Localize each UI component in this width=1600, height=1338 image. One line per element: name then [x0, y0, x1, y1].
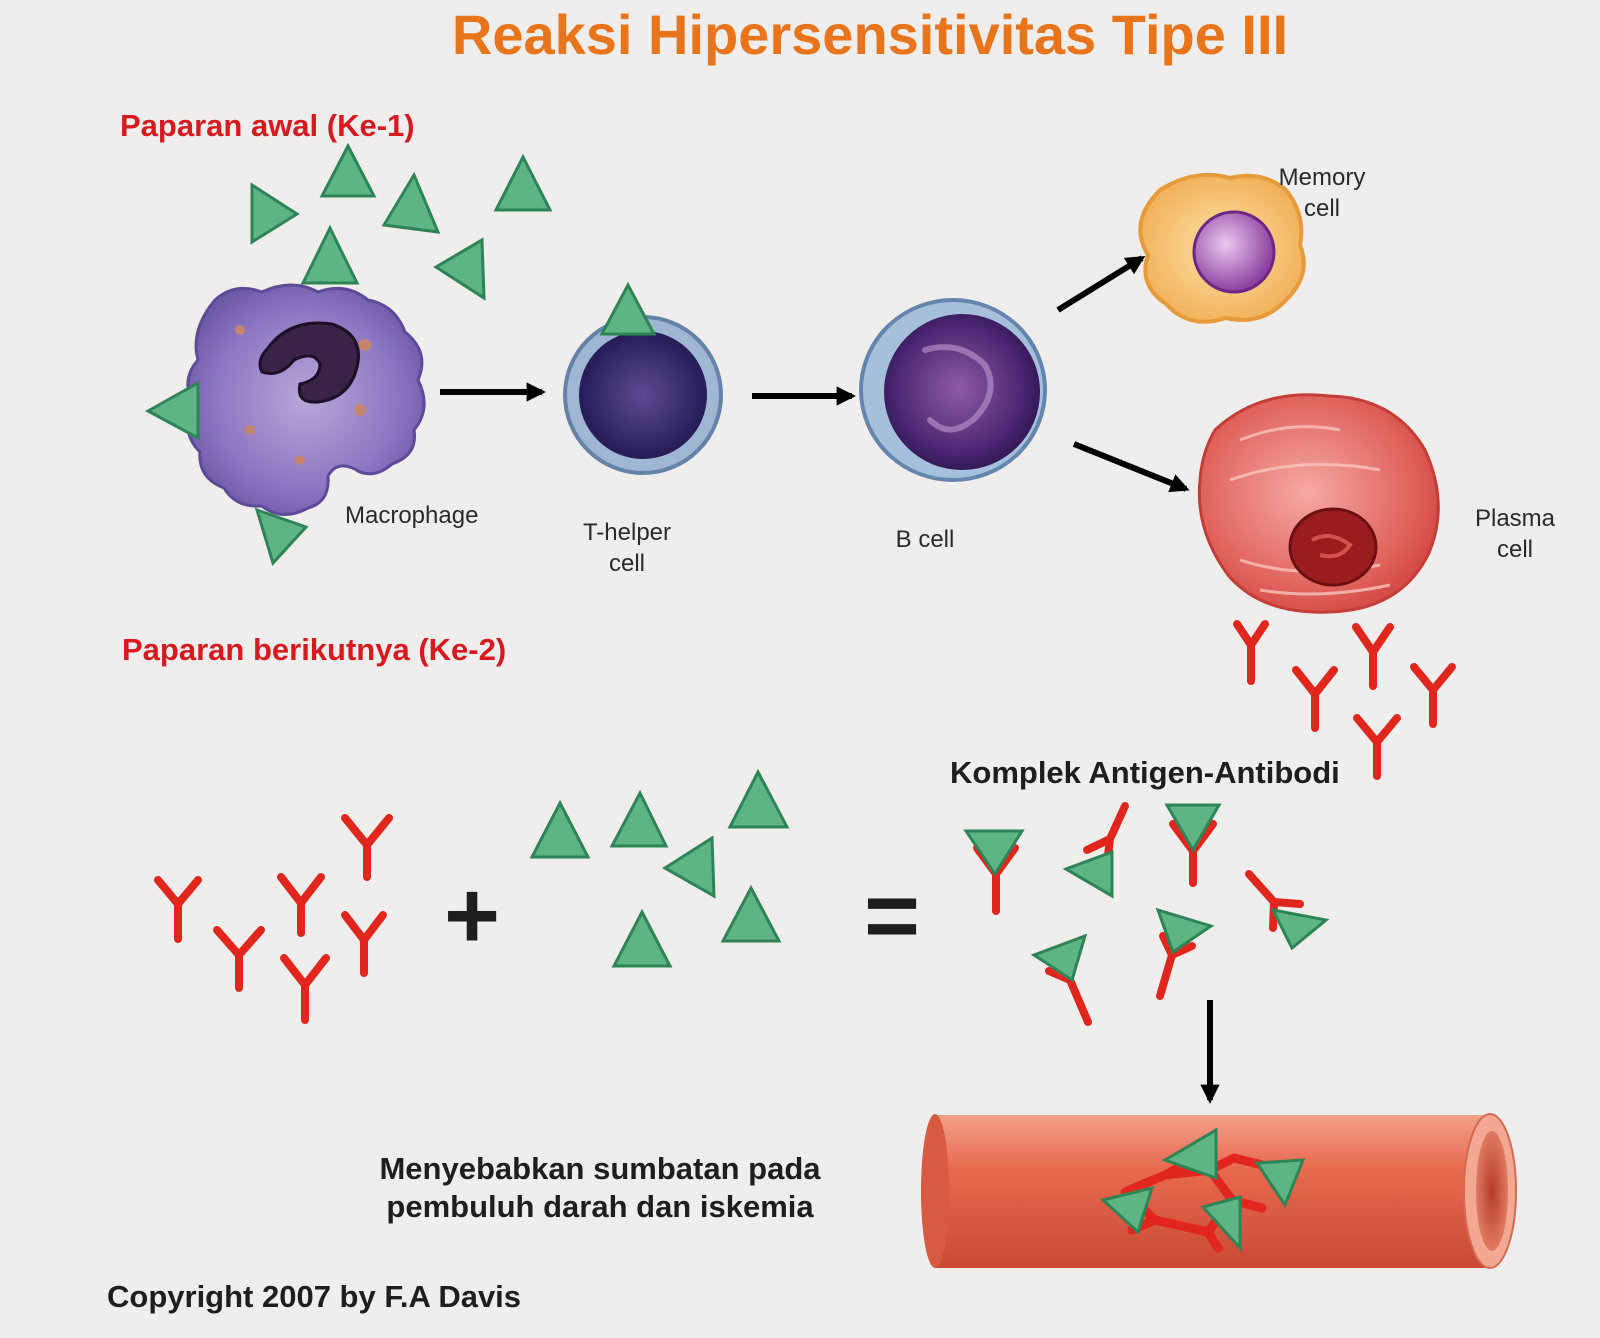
- plasma-cell-label: Plasma cell: [1460, 503, 1570, 565]
- antigen-antibody-complexes: [963, 802, 1330, 1026]
- antibody: [1156, 932, 1196, 1000]
- vessel-blockage-complex: [1099, 1127, 1306, 1253]
- page-title: Reaksi Hipersensitivitas Tipe III: [451, 3, 1289, 66]
- antigen: [1062, 849, 1114, 899]
- antigen: [1161, 1127, 1218, 1181]
- antibody: [1233, 620, 1269, 685]
- copyright-notice: Copyright 2007 by F.A Davis: [107, 1279, 522, 1314]
- antibody: [280, 954, 330, 1024]
- plus-sign: +: [444, 862, 500, 969]
- t-helper-label-line1: T-helper: [582, 519, 672, 546]
- antigen: [1164, 803, 1222, 853]
- antigen: [727, 768, 790, 829]
- antigen: [1155, 907, 1215, 955]
- blockage-caption-line2: pembuluh darah dan iskemia: [386, 1189, 814, 1224]
- antigen-group-first-exposure: [144, 142, 657, 566]
- antigen: [529, 799, 591, 859]
- macrophage-cell: [186, 283, 426, 516]
- antibody: [1352, 623, 1394, 690]
- antibody: [1292, 666, 1338, 732]
- antigen: [611, 908, 673, 968]
- memory-cell-label-line2: cell: [1303, 195, 1340, 222]
- plasma-cell-label-line1: Plasma: [1474, 505, 1556, 532]
- antigen: [1099, 1185, 1155, 1235]
- arrow-bcell-to-plasma: [1072, 441, 1190, 493]
- plasma-cell-label-line2: cell: [1496, 536, 1533, 563]
- antigen: [1030, 933, 1088, 983]
- memory-cell-label: Memory cell: [1260, 162, 1384, 224]
- antibody: [341, 814, 393, 881]
- antigen: [381, 171, 441, 234]
- second-exposure-label: Paparan berikutnya (Ke-2): [122, 632, 507, 667]
- blood-vessel: [921, 1113, 1517, 1269]
- antigen: [300, 224, 360, 285]
- antibody: [341, 911, 387, 977]
- antigen: [493, 153, 553, 212]
- antigen: [250, 182, 300, 245]
- antigen: [1200, 1195, 1242, 1252]
- antigen: [599, 281, 657, 336]
- antibody-group-free: [154, 814, 393, 1024]
- first-exposure-label: Paparan awal (Ke-1): [120, 108, 415, 143]
- antigen: [433, 237, 486, 301]
- memory-cell-label-line1: Memory: [1278, 164, 1366, 191]
- b-cell: [859, 298, 1047, 482]
- blockage-caption: Menyebabkan sumbatan pada pembuluh darah…: [340, 1150, 860, 1226]
- antigen: [319, 142, 377, 198]
- antigen: [662, 835, 716, 899]
- antibody: [1245, 870, 1304, 932]
- equals-sign: =: [864, 862, 920, 969]
- complex-label: Komplek Antigen-Antibodi: [950, 755, 1340, 790]
- antibody-group-secreted: [1233, 620, 1456, 780]
- blockage-caption-line1: Menyebabkan sumbatan pada: [379, 1151, 821, 1186]
- b-cell-label: B cell: [895, 526, 955, 553]
- antigen: [720, 884, 782, 943]
- t-helper-label-line2: cell: [608, 550, 645, 577]
- antibody: [154, 876, 202, 943]
- antibody: [277, 873, 325, 937]
- t-helper-label: T-helper cell: [562, 517, 692, 579]
- memory-cell: [1138, 172, 1306, 324]
- antibody: [1353, 714, 1401, 780]
- arrow-bcell-to-memory: [1056, 255, 1146, 313]
- plasma-cell: [1197, 393, 1440, 614]
- antigen-group-free: [529, 768, 790, 968]
- antigen: [1270, 907, 1330, 951]
- t-helper-cell: [563, 315, 723, 475]
- antigen: [254, 507, 309, 566]
- antigen: [1254, 1158, 1306, 1209]
- antigen: [144, 380, 200, 441]
- macrophage-label: Macrophage: [345, 502, 479, 529]
- antigen: [963, 829, 1025, 877]
- antibody: [1410, 663, 1456, 728]
- antibody: [213, 926, 265, 992]
- antigen: [609, 789, 669, 848]
